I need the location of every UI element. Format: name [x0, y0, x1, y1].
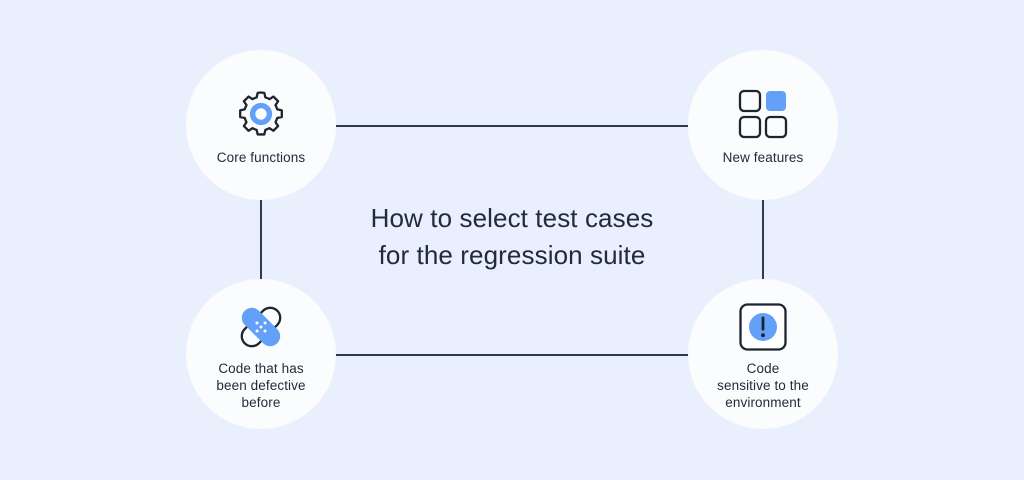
node-label: Code that has been defective before	[216, 360, 306, 410]
node-label: New features	[722, 149, 804, 165]
exclamation-square-icon	[738, 298, 788, 356]
connector-core-to-defective	[260, 199, 262, 286]
grid-squares-icon	[737, 85, 789, 143]
connector-defective-to-sensitive	[334, 354, 690, 356]
gear-icon	[233, 85, 289, 143]
node-core-functions[interactable]: Core functions	[186, 50, 336, 200]
connector-new-to-sensitive	[762, 199, 764, 286]
node-code-defective-before[interactable]: Code that has been defective before	[186, 279, 336, 429]
node-new-features[interactable]: New features	[688, 50, 838, 200]
connector-core-to-new	[334, 125, 690, 127]
node-label: Core functions	[216, 149, 306, 165]
node-code-environment-sensitive[interactable]: Code sensitive to the environment	[688, 279, 838, 429]
page-title: How to select test cases for the regress…	[370, 203, 654, 270]
node-label: Code sensitive to the environment	[717, 360, 809, 410]
crossed-bandages-icon	[233, 298, 289, 356]
